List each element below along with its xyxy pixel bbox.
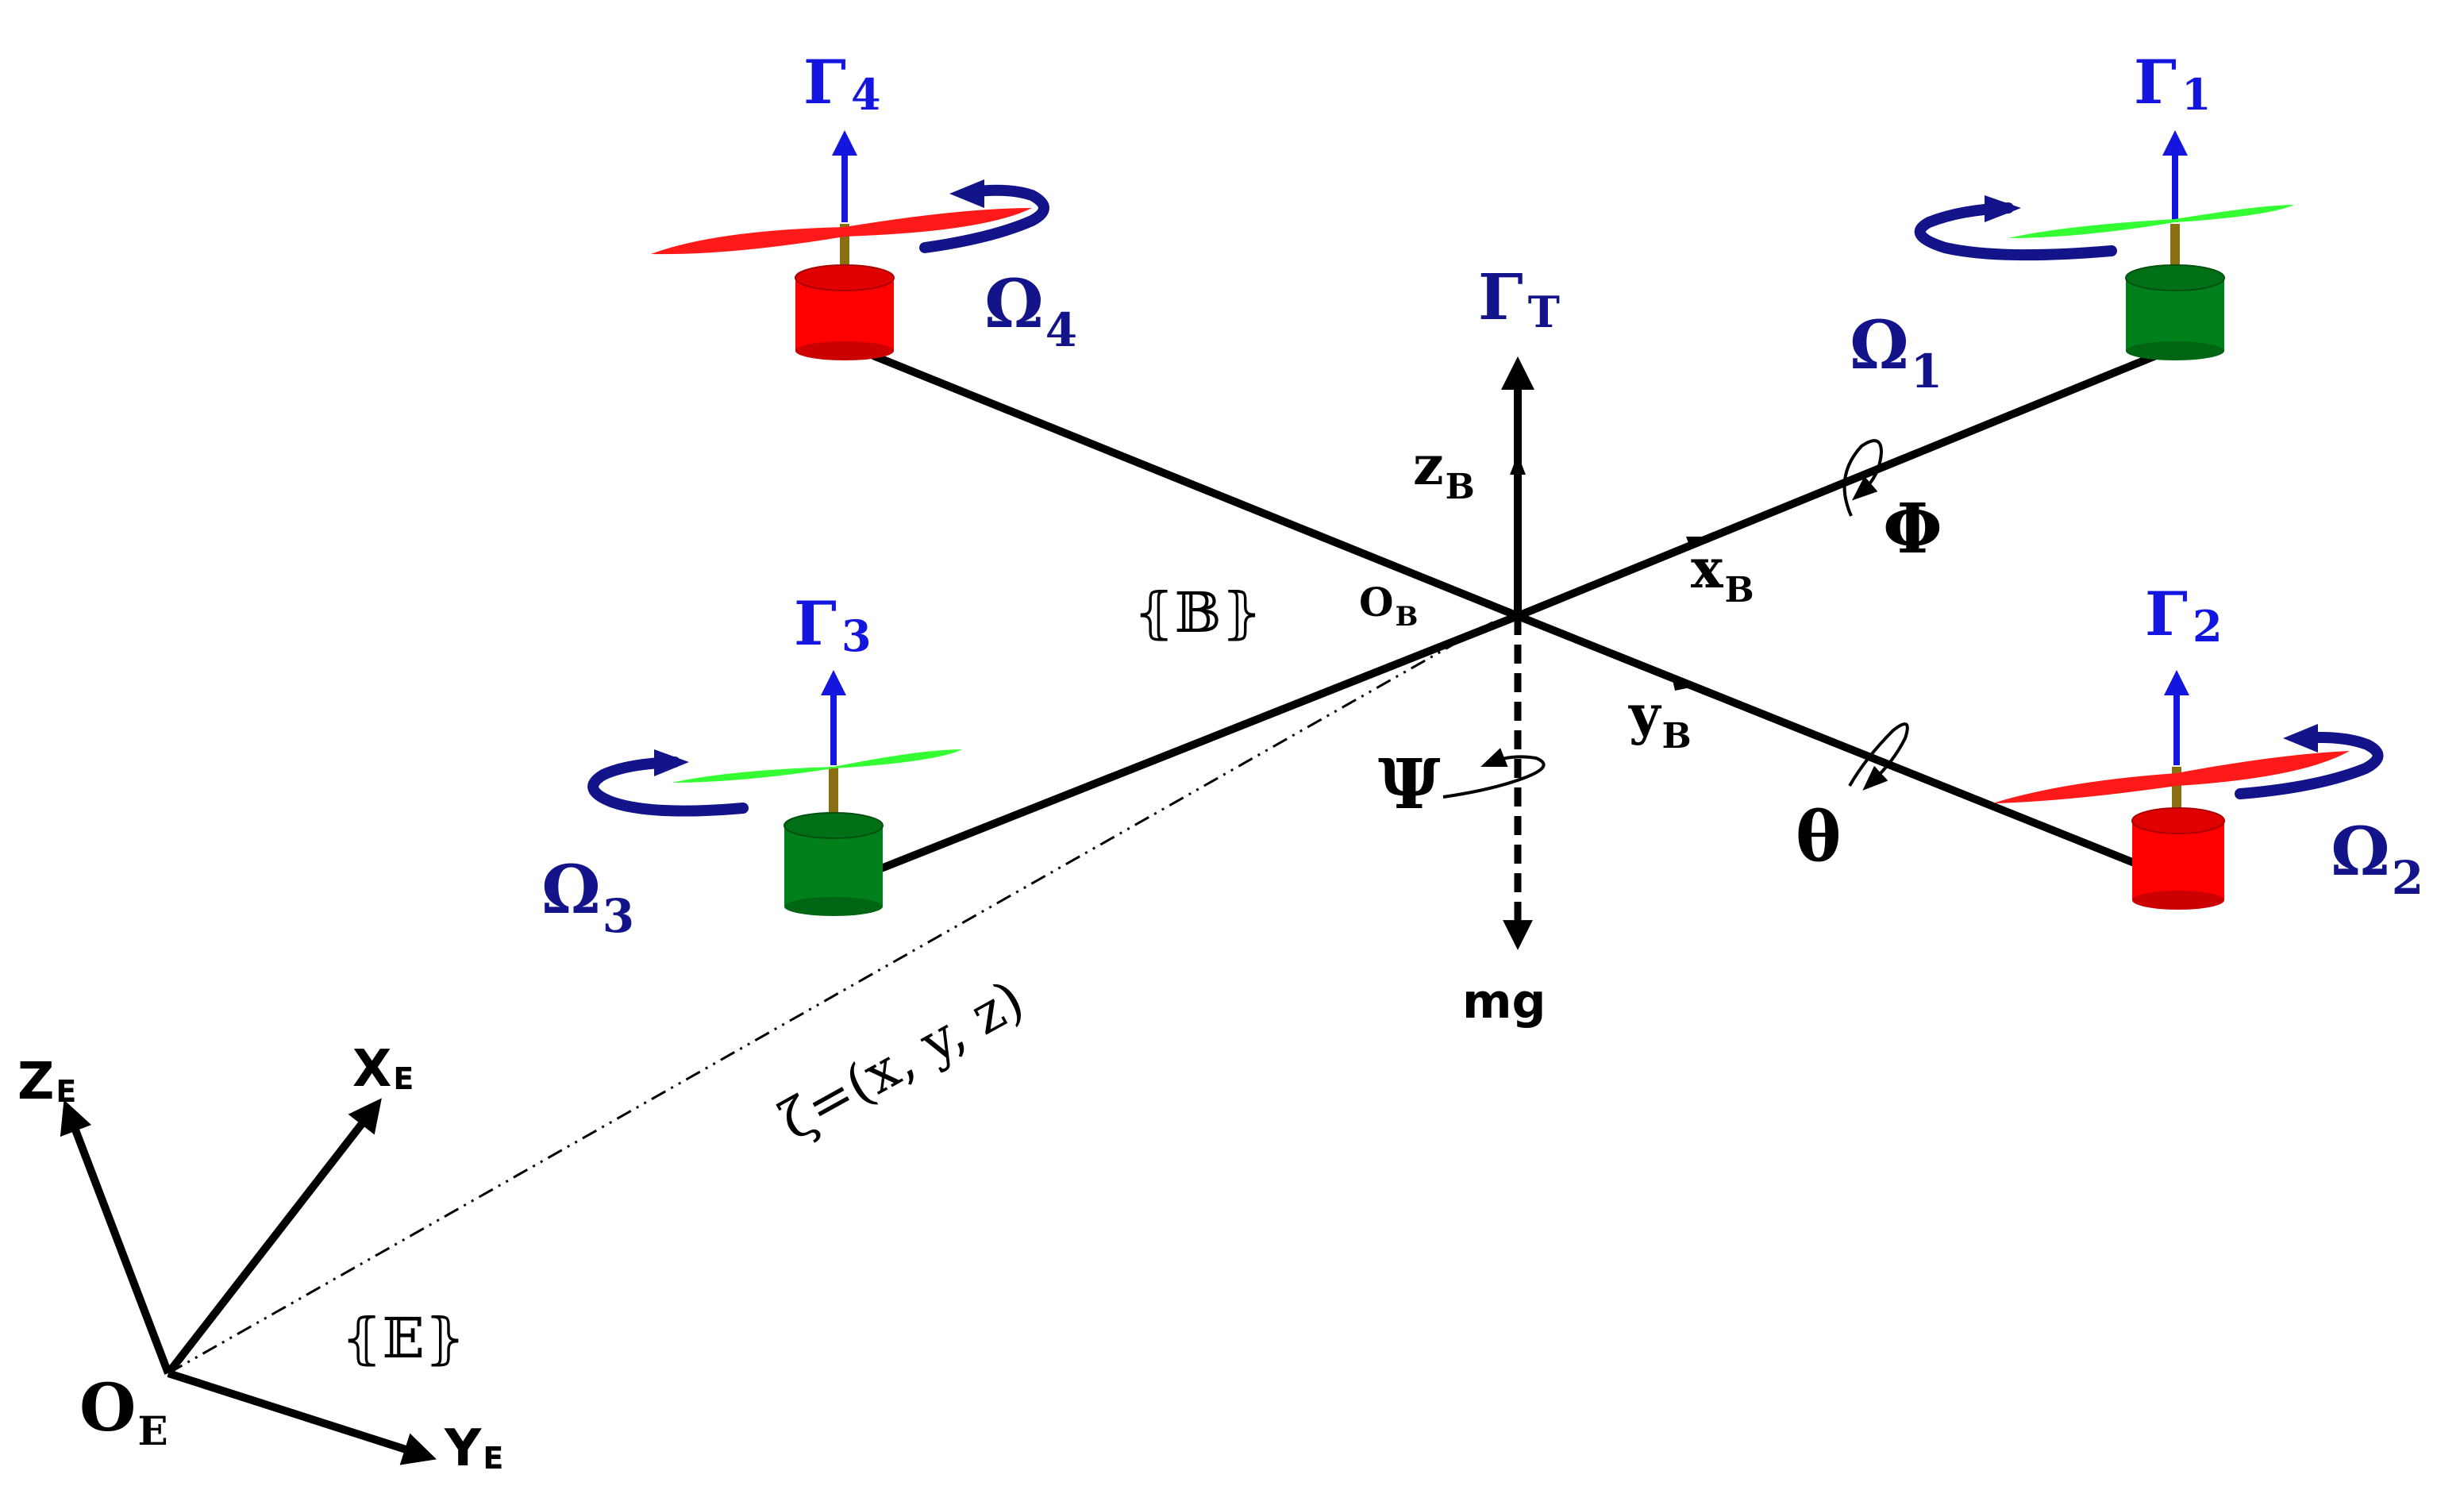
xb-label: xB (1691, 537, 1754, 610)
body-frame-axes (1442, 356, 1909, 950)
motor-bottom-1 (2126, 341, 2224, 360)
spin-arrow-2 (2235, 732, 2384, 799)
xe-axis (165, 1098, 382, 1376)
yaw-rotation-arrow (1442, 748, 1546, 799)
body-frame-label: ⦃𝔹⦄ (1134, 580, 1262, 645)
earth-origin-label: OE (79, 1370, 168, 1454)
arm-rotor-3 (880, 612, 1519, 872)
speed-label-2: Ω2 (2331, 812, 2424, 905)
shaft-1 (2170, 224, 2180, 271)
propeller-1 (2008, 205, 2294, 238)
speed-label-1: Ω1 (1850, 306, 1942, 398)
spin-arrow-3 (587, 756, 749, 817)
motor-bottom-4 (795, 341, 894, 360)
speed-label-4: Ω4 (984, 264, 1077, 357)
motor-top-1 (2125, 264, 2225, 291)
motor-top-3 (783, 812, 884, 839)
speed-label-3: Ω3 (541, 850, 634, 943)
roll-rotation-arrow (1842, 439, 1884, 517)
ye-label: YE (444, 1419, 503, 1478)
motor-bottom-3 (784, 897, 883, 916)
ze-label: ZE (17, 1053, 76, 1111)
propeller-4 (651, 208, 1032, 255)
motor-top-4 (795, 264, 895, 291)
yb-label: yB (1628, 683, 1692, 756)
motor-bottom-2 (2132, 891, 2224, 910)
arm-rotor-2 (1516, 612, 2158, 876)
shaft-3 (829, 767, 838, 821)
spin-arrowhead-4 (949, 179, 984, 208)
spin-arrowhead-3 (654, 749, 689, 776)
xe-label: XE (352, 1040, 414, 1099)
earth-frame-labels: ZE XE YE OE ⦃𝔼⦄ ζ=(x, y, z) (17, 968, 1034, 1478)
position-vector-line (167, 621, 1493, 1375)
pitch-rotation-arrow (1848, 722, 1909, 791)
weight-label: mg (1462, 974, 1546, 1030)
xb-arrowhead (1686, 537, 1711, 549)
yaw-label: Ψ (1378, 745, 1441, 825)
frame-arms (872, 352, 2158, 876)
zb-label: zB (1413, 434, 1475, 507)
arm-rotor-4 (872, 352, 1519, 620)
zb-arrowhead (1510, 454, 1526, 475)
spin-arrow-1 (1914, 202, 2117, 261)
earth-frame-label: ⦃𝔼⦄ (341, 1306, 465, 1371)
spin-arrowhead-1 (1985, 195, 2021, 222)
roll-label: Φ (1883, 489, 1942, 569)
ye-axis (167, 1369, 437, 1465)
propeller-3 (672, 749, 962, 783)
earth-frame-axes (60, 1098, 437, 1465)
propeller-2 (1992, 751, 2350, 803)
motor-top-2 (2131, 807, 2225, 834)
yb-arrowhead (1672, 676, 1699, 691)
pitch-label: θ (1796, 797, 1841, 877)
ze-axis (60, 1099, 172, 1375)
arm-rotor-1 (1516, 352, 2158, 620)
spin-arrowhead-2 (2283, 724, 2318, 753)
spin-arrow-4 (919, 184, 1049, 253)
body-origin-label: OB (1359, 579, 1418, 633)
position-vector-label: ζ=(x, y, z) (770, 968, 1034, 1153)
